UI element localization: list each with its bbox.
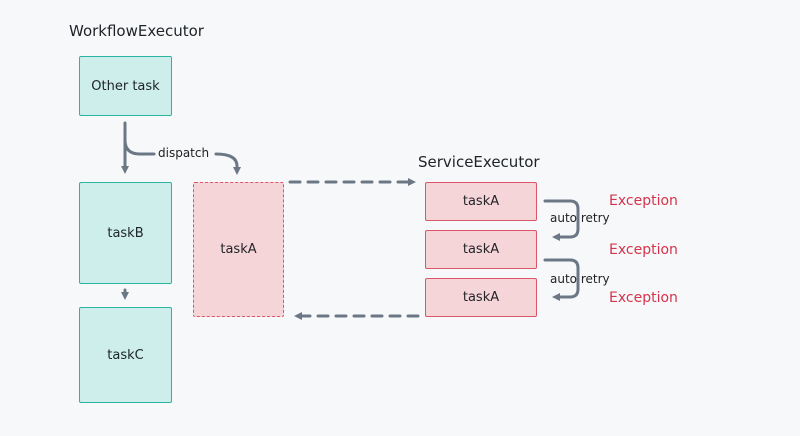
task-b-box: taskB	[79, 182, 172, 284]
exception-label-3: Exception	[609, 290, 678, 306]
auto-retry-label-2: auto retry	[550, 272, 610, 286]
retry-arrow-2	[543, 258, 580, 301]
auto-retry-label-1: auto retry	[550, 211, 610, 225]
arrow-dispatch-to-taska	[214, 152, 241, 175]
dispatched-task-a-box: taskA	[193, 182, 284, 317]
workflow-executor-title: WorkflowExecutor	[69, 22, 204, 40]
retry-arrow-1	[543, 199, 580, 241]
exception-label-2: Exception	[609, 242, 678, 258]
service-task-a-box-1: taskA	[425, 182, 537, 221]
dispatch-label: dispatch	[158, 146, 210, 160]
service-executor-title: ServiceExecutor	[418, 153, 540, 171]
service-task-a-box-3: taskA	[425, 278, 537, 317]
arrow-dispatch	[123, 138, 156, 156]
task-c-box: taskC	[79, 307, 172, 403]
other-task-box: Other task	[79, 56, 172, 116]
exception-label-1: Exception	[609, 193, 678, 209]
service-task-a-box-2: taskA	[425, 230, 537, 269]
